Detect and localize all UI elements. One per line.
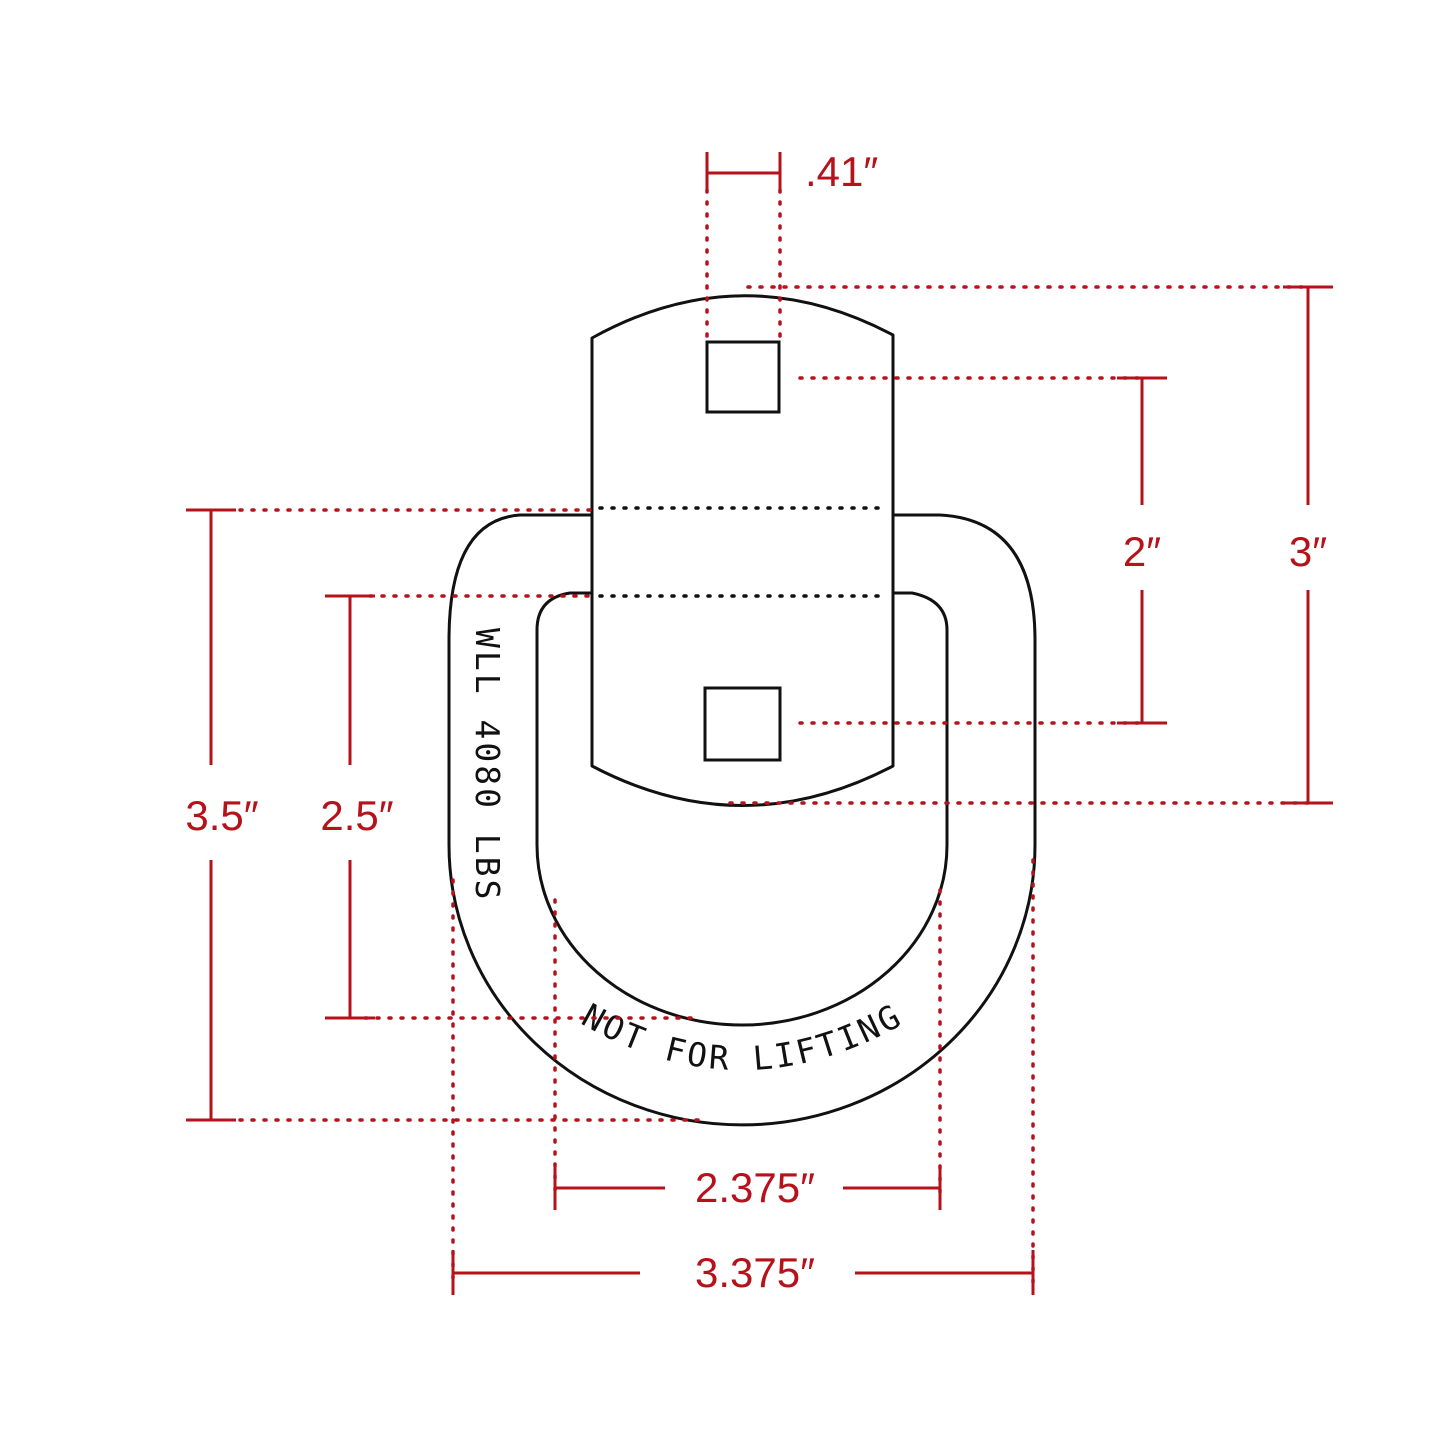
svg-text:3″: 3″ (1289, 528, 1327, 575)
dimension-hole-spacing: 2″ (1117, 376, 1167, 725)
dimension-square-hole: .41″ (705, 148, 878, 195)
svg-text:.41″: .41″ (805, 148, 878, 195)
dimension-ring-outer-height: 3.5″ (185, 508, 259, 1122)
extension-lines (238, 188, 1312, 1287)
wll-stamp: WLL 4080 LBS (468, 628, 507, 902)
mounting-plate (590, 294, 895, 807)
svg-text:3.375″: 3.375″ (695, 1249, 815, 1296)
bottom-square-hole (703, 686, 782, 762)
d-ring (447, 513, 1037, 1127)
dimension-ring-outer-width: 3.375″ (451, 1249, 1035, 1296)
svg-text:2.5″: 2.5″ (320, 792, 393, 839)
top-square-hole (705, 340, 781, 414)
dimension-ring-inner-width: 2.375″ (553, 1164, 942, 1211)
dimension-ring-inner-height: 2.5″ (320, 594, 394, 1020)
svg-text:3.5″: 3.5″ (185, 792, 258, 839)
svg-text:2″: 2″ (1123, 528, 1161, 575)
dimension-plate-height: 3″ (1283, 285, 1333, 805)
svg-text:2.375″: 2.375″ (695, 1164, 815, 1211)
